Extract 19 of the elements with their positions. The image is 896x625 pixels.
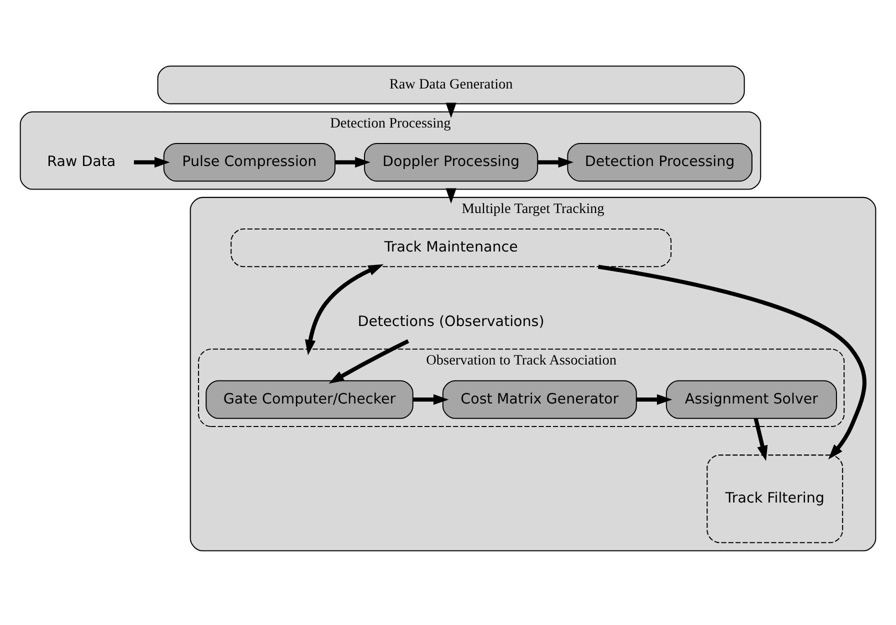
arrow — [335, 156, 370, 168]
node-box: Detection Processing — [567, 142, 752, 182]
arrow — [538, 156, 574, 168]
node-text: Detections (Observations) — [358, 314, 544, 330]
node-box: Doppler Processing — [364, 142, 538, 182]
node-box: Track Filtering — [706, 454, 844, 544]
node-text: Raw Data — [47, 154, 116, 170]
node-box: Assignment Solver — [666, 380, 837, 419]
node-box: Gate Computer/Checker — [206, 380, 414, 419]
arrow — [134, 156, 170, 168]
arrow — [412, 394, 449, 405]
arrow — [598, 264, 866, 460]
node-box: Track Maintenance — [230, 228, 672, 268]
node-box: Pulse Compression — [163, 142, 336, 182]
arrow — [754, 418, 768, 462]
node-box: Cost Matrix Generator — [442, 380, 637, 419]
arrow — [636, 394, 672, 405]
arrow — [304, 264, 384, 356]
arrow — [328, 339, 410, 384]
